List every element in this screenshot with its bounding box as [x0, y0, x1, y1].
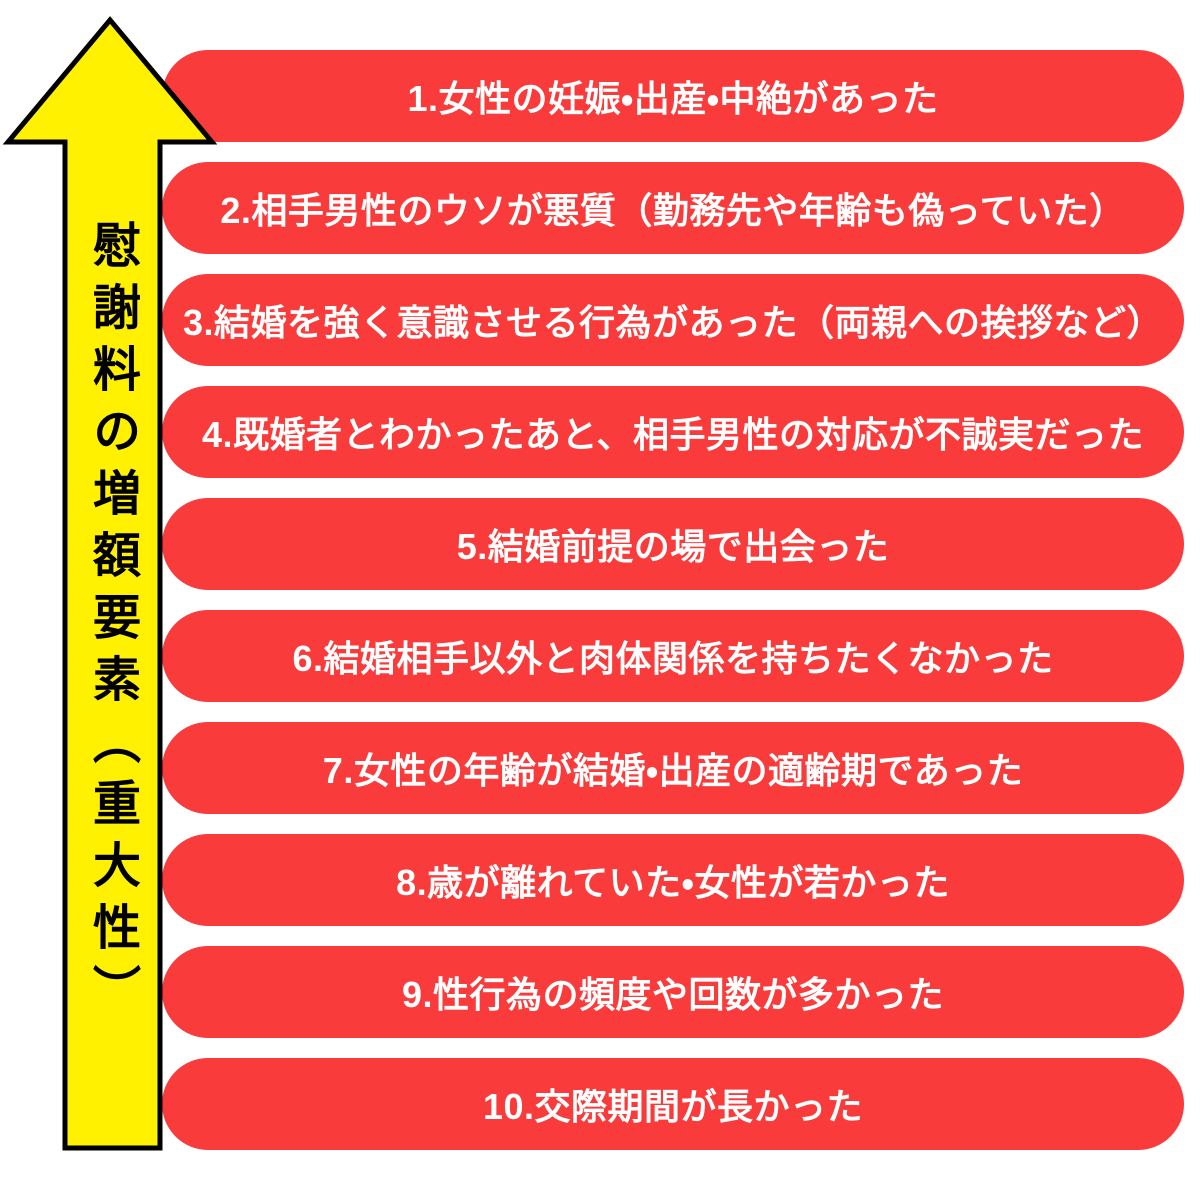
list-item: 7.女性の年齢が結婚・出産の適齢期であった: [162, 722, 1184, 814]
list-item-label: 10.交際期間が長かった: [482, 1086, 864, 1127]
list-item: 4.既婚者とわかったあと、相手男性の対応が不誠実だった: [162, 386, 1184, 478]
list-item: 10.交際期間が長かった: [162, 1058, 1184, 1150]
list-item-label: 9.性行為の頻度や回数が多かった: [401, 974, 945, 1015]
axis-label-box: 慰謝料の増額要素（重大性）: [62, 220, 160, 1080]
up-arrow-icon: [2, 16, 218, 1151]
list-item: 8.歳が離れていた・女性が若かった: [162, 834, 1184, 926]
axis-label: 慰謝料の増額要素（重大性）: [85, 220, 138, 1026]
list-item-label: 3.結婚を強く意識させる行為があった（両親への挨拶など）: [182, 302, 1164, 343]
list-item-label: 8.歳が離れていた・女性が若かった: [396, 862, 950, 903]
list-item: 9.性行為の頻度や回数が多かった: [162, 946, 1184, 1038]
list-item-label: 4.既婚者とわかったあと、相手男性の対応が不誠実だった: [201, 414, 1145, 455]
list-item: 1.女性の妊娠・出産・中絶があった: [162, 50, 1184, 142]
list-item-label: 7.女性の年齢が結婚・出産の適齢期であった: [322, 750, 1024, 791]
list-item-label: 6.結婚相手以外と肉体関係を持ちたくなかった: [292, 638, 1054, 679]
factor-list: 1.女性の妊娠・出産・中絶があった 2.相手男性のウソが悪質（勤務先や年齢も偽って…: [162, 50, 1184, 1150]
increase-arrow: 慰謝料の増額要素（重大性）: [0, 0, 220, 1160]
list-item: 3.結婚を強く意識させる行為があった（両親への挨拶など）: [162, 274, 1184, 366]
list-item: 6.結婚相手以外と肉体関係を持ちたくなかった: [162, 610, 1184, 702]
list-item-label: 2.相手男性のウソが悪質（勤務先や年齢も偽っていた）: [220, 190, 1126, 231]
list-item-label: 1.女性の妊娠・出産・中絶があった: [407, 78, 939, 119]
list-item: 2.相手男性のウソが悪質（勤務先や年齢も偽っていた）: [162, 162, 1184, 254]
list-item-label: 5.結婚前提の場で出会った: [456, 526, 890, 567]
list-item: 5.結婚前提の場で出会った: [162, 498, 1184, 590]
